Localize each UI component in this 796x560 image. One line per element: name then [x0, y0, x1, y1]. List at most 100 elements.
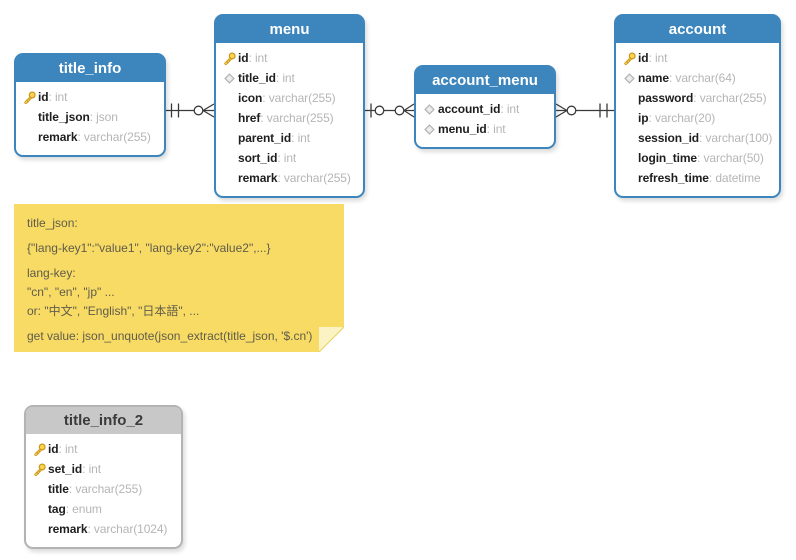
column-row[interactable]: namevarchar(64): [616, 68, 779, 88]
table-title_info_2[interactable]: title_info_2idintset_idinttitlevarchar(2…: [24, 405, 183, 549]
column-type: int: [291, 131, 310, 145]
column-name: id: [638, 51, 649, 65]
note-line: title_json:: [27, 216, 78, 230]
column-row[interactable]: remarkvarchar(255): [16, 127, 164, 147]
table-columns: idintnamevarchar(64)passwordvarchar(255)…: [616, 43, 779, 196]
table-columns: idinttitle_idinticonvarchar(255)hrefvarc…: [216, 43, 363, 196]
column-row[interactable]: tagenum: [26, 499, 181, 519]
foreign-key-icon: [421, 103, 438, 115]
foreign-key-icon: [221, 72, 238, 84]
note-line: or: "中文", "English", "日本語", ...: [27, 304, 200, 318]
column-name: icon: [238, 91, 263, 105]
note-line: "cn", "en", "jp" ...: [27, 285, 115, 299]
column-name: remark: [48, 522, 88, 536]
column-row[interactable]: title_jsonjson: [16, 107, 164, 127]
sticky-note[interactable]: title_json: {"lang-key1":"value1", "lang-…: [14, 204, 344, 352]
column-type: varchar(255): [277, 171, 351, 185]
column-type: varchar(255): [693, 91, 767, 105]
column-name: account_id: [438, 102, 501, 116]
primary-key-icon: [31, 463, 48, 476]
column-type: varchar(50): [697, 151, 763, 165]
column-name: href: [238, 111, 261, 125]
column-type: json: [90, 110, 118, 124]
note-line: lang-key:: [27, 266, 76, 280]
column-type: int: [648, 51, 667, 65]
relationship-menu-account_menu[interactable]: [365, 103, 415, 118]
column-type: varchar(20): [648, 111, 715, 125]
column-name: menu_id: [438, 122, 487, 136]
column-name: tag: [48, 502, 66, 516]
column-name: id: [38, 90, 49, 104]
column-row[interactable]: title_idint: [216, 68, 363, 88]
column-name: sort_id: [238, 151, 278, 165]
column-row[interactable]: ipvarchar(20): [616, 108, 779, 128]
table-menu[interactable]: menuidinttitle_idinticonvarchar(255)href…: [214, 14, 365, 198]
column-row[interactable]: sort_idint: [216, 148, 363, 168]
column-row[interactable]: remarkvarchar(1024): [26, 519, 181, 539]
table-columns: idinttitle_jsonjsonremarkvarchar(255): [16, 82, 164, 155]
column-name: title: [48, 482, 69, 496]
column-type: int: [277, 151, 296, 165]
column-row[interactable]: idint: [216, 48, 363, 68]
note-folded-corner-icon: [319, 327, 344, 352]
column-row[interactable]: hrefvarchar(255): [216, 108, 363, 128]
column-name: remark: [238, 171, 278, 185]
table-title[interactable]: title_info: [16, 55, 164, 82]
column-name: title_json: [38, 110, 90, 124]
note-line: get value: json_unquote(json_extract(tit…: [27, 329, 313, 343]
column-name: remark: [38, 130, 78, 144]
column-name: ip: [638, 111, 649, 125]
column-type: datetime: [709, 171, 760, 185]
table-title[interactable]: account_menu: [416, 67, 554, 94]
column-type: varchar(255): [260, 111, 334, 125]
table-title[interactable]: title_info_2: [26, 407, 181, 434]
column-row[interactable]: login_timevarchar(50): [616, 148, 779, 168]
foreign-key-icon: [621, 72, 638, 84]
column-row[interactable]: titlevarchar(255): [26, 479, 181, 499]
column-type: int: [248, 51, 267, 65]
column-type: int: [500, 102, 519, 116]
primary-key-icon: [621, 52, 638, 65]
column-row[interactable]: iconvarchar(255): [216, 88, 363, 108]
column-type: int: [487, 122, 505, 136]
primary-key-icon: [221, 52, 238, 65]
column-name: id: [48, 442, 59, 456]
column-name: refresh_time: [638, 171, 709, 185]
column-type: varchar(1024): [87, 522, 168, 536]
column-type: varchar(255): [262, 91, 336, 105]
column-row[interactable]: remarkvarchar(255): [216, 168, 363, 188]
column-row[interactable]: idint: [616, 48, 779, 68]
relationship-title_info-menu[interactable]: [166, 103, 215, 118]
column-row[interactable]: parent_idint: [216, 128, 363, 148]
column-name: parent_id: [238, 131, 292, 145]
primary-key-icon: [31, 443, 48, 456]
relationship-account_menu-account[interactable]: [555, 103, 614, 118]
column-type: varchar(255): [77, 130, 151, 144]
column-name: session_id: [638, 131, 700, 145]
column-row[interactable]: idint: [16, 87, 164, 107]
column-type: varchar(255): [69, 482, 142, 496]
primary-key-icon: [21, 91, 38, 104]
column-row[interactable]: refresh_timedatetime: [616, 168, 779, 188]
column-name: id: [238, 51, 249, 65]
table-title_info[interactable]: title_infoidinttitle_jsonjsonremarkvarch…: [14, 53, 166, 157]
table-title[interactable]: account: [616, 16, 779, 43]
column-type: int: [48, 90, 67, 104]
column-type: varchar(100): [699, 131, 773, 145]
column-type: varchar(64): [669, 71, 735, 85]
column-row[interactable]: session_idvarchar(100): [616, 128, 779, 148]
note-line: {"lang-key1":"value1", "lang-key2":"valu…: [27, 241, 271, 255]
column-row[interactable]: set_idint: [26, 459, 181, 479]
column-type: int: [58, 442, 77, 456]
column-name: password: [638, 91, 694, 105]
foreign-key-icon: [421, 123, 438, 135]
column-row[interactable]: account_idint: [416, 99, 554, 119]
column-row[interactable]: passwordvarchar(255): [616, 88, 779, 108]
column-row[interactable]: menu_idint: [416, 119, 554, 139]
table-title[interactable]: menu: [216, 16, 363, 43]
table-account[interactable]: accountidintnamevarchar(64)passwordvarch…: [614, 14, 781, 198]
column-row[interactable]: idint: [26, 439, 181, 459]
